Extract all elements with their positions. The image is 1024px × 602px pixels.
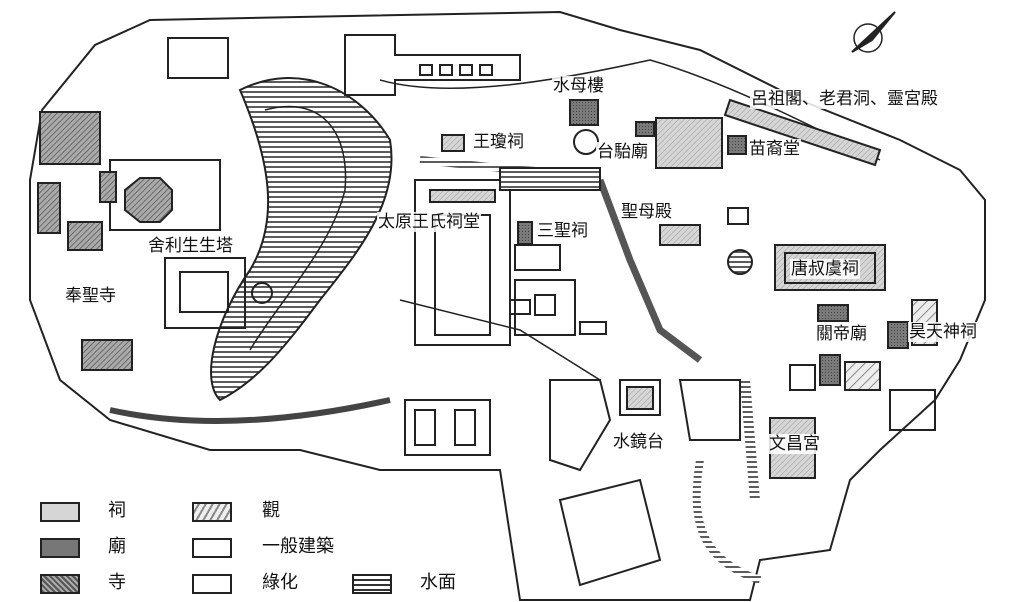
label-tangshuyu-ci[interactable]: 唐叔虞祠 bbox=[790, 259, 860, 279]
legend-label-green: 綠化 bbox=[262, 572, 298, 593]
label-sheli-ta[interactable]: 舍利生生塔 bbox=[147, 236, 234, 256]
label-wenchang-gong[interactable]: 文昌宮 bbox=[768, 434, 821, 454]
site-boundary bbox=[29, 10, 986, 601]
label-miaoyi-tang[interactable]: 苗裔堂 bbox=[748, 139, 801, 159]
label-taitai-miao[interactable]: 台駘廟 bbox=[596, 142, 649, 162]
label-shengmu-dian[interactable]: 聖母殿 bbox=[620, 202, 673, 222]
legend-label-guan: 觀 bbox=[262, 500, 280, 521]
label-guandi-miao[interactable]: 關帝廟 bbox=[815, 324, 868, 344]
legend-swatch-guan bbox=[192, 502, 232, 522]
legend-label-water: 水面 bbox=[420, 572, 456, 593]
north-arrow-icon bbox=[851, 11, 896, 53]
label-haotian-ci[interactable]: 昊天神祠 bbox=[908, 322, 978, 342]
legend-label-miao: 廟 bbox=[108, 536, 126, 557]
legend-swatch-si bbox=[40, 574, 80, 594]
label-wangqiong-ci[interactable]: 王瓊祠 bbox=[472, 132, 525, 152]
label-fengsheng-si[interactable]: 奉聖寺 bbox=[64, 286, 117, 306]
legend-label-general: 一般建築 bbox=[262, 536, 334, 557]
legend-label-si: 寺 bbox=[108, 572, 126, 593]
legend-swatch-miao bbox=[40, 538, 80, 558]
label-sansheng-ci[interactable]: 三聖祠 bbox=[536, 221, 589, 241]
legend-label-ci: 祠 bbox=[108, 500, 126, 521]
legend-swatch-ci bbox=[40, 502, 80, 522]
legend-swatch-green bbox=[192, 574, 232, 594]
legend-swatch-water bbox=[352, 574, 392, 594]
label-lvzu-ge[interactable]: 呂祖閣、老君洞、靈宮殿 bbox=[750, 89, 939, 109]
label-taiyuan-wang-ci[interactable]: 太原王氏祠堂 bbox=[377, 212, 481, 232]
label-shuijing-tai[interactable]: 水鏡台 bbox=[612, 432, 665, 452]
label-shuimu-lou[interactable]: 水母樓 bbox=[552, 76, 605, 96]
legend-swatch-general bbox=[192, 538, 232, 558]
